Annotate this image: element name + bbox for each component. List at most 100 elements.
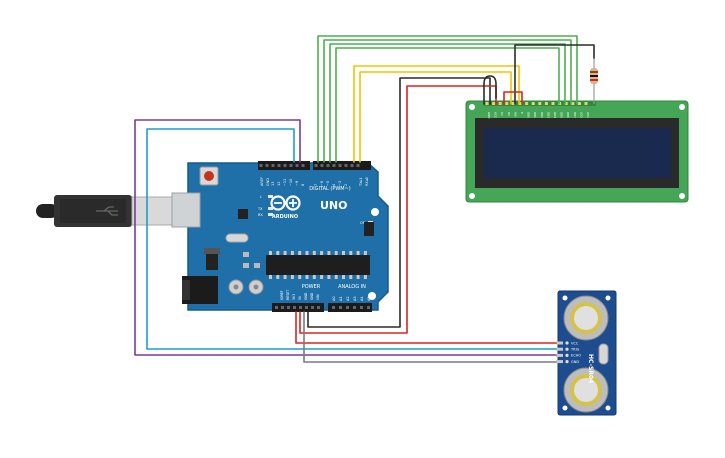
lcd-pin[interactable] bbox=[544, 102, 548, 105]
reset-button-cap[interactable] bbox=[204, 171, 214, 181]
wire-red[interactable] bbox=[503, 91, 523, 105]
lcd-pin-label: V0 bbox=[500, 112, 504, 116]
chip-pin bbox=[349, 275, 353, 279]
lcd-pin[interactable] bbox=[485, 102, 489, 105]
lcd-pin[interactable] bbox=[551, 102, 555, 105]
header-pin[interactable] bbox=[314, 164, 318, 167]
sensor-pin[interactable] bbox=[556, 341, 563, 345]
header-pin[interactable] bbox=[275, 306, 278, 309]
header-pin[interactable] bbox=[356, 164, 360, 167]
lcd-pin[interactable] bbox=[571, 102, 575, 105]
lcd-pin-label: DB3 bbox=[546, 112, 550, 118]
wire-black[interactable] bbox=[307, 77, 491, 328]
sensor-pin[interactable] bbox=[556, 347, 563, 351]
resistor-band bbox=[590, 75, 598, 77]
lcd-pin-label: DB4 bbox=[553, 112, 557, 118]
header-pin[interactable] bbox=[301, 164, 305, 167]
sensor-header-pins[interactable] bbox=[556, 341, 569, 364]
capacitor bbox=[253, 284, 259, 290]
chip-pin bbox=[283, 275, 287, 279]
header-pin[interactable] bbox=[353, 306, 356, 309]
header-pin[interactable] bbox=[295, 164, 299, 167]
chip-pin bbox=[312, 251, 316, 255]
header-pin[interactable] bbox=[339, 306, 342, 309]
usb-trident-icon bbox=[96, 206, 118, 216]
lcd-pin[interactable] bbox=[518, 102, 522, 105]
header-pin[interactable] bbox=[293, 306, 296, 309]
lcd-pin[interactable] bbox=[577, 102, 581, 105]
wire-gray[interactable] bbox=[303, 311, 557, 363]
smd-part bbox=[243, 263, 249, 268]
header-pin[interactable] bbox=[360, 306, 363, 309]
wire-purple[interactable] bbox=[134, 119, 557, 356]
power-pin-label: IOREF bbox=[280, 290, 284, 300]
wire-yellow[interactable] bbox=[359, 71, 512, 163]
chip-pin bbox=[334, 251, 338, 255]
sensor-pin-label: GND bbox=[571, 360, 579, 364]
lcd-pin[interactable] bbox=[498, 102, 502, 105]
chip-pin bbox=[298, 275, 302, 279]
lcd-pin[interactable] bbox=[584, 102, 588, 105]
header-pin[interactable] bbox=[289, 164, 293, 167]
resistor[interactable] bbox=[590, 58, 598, 104]
header-pin[interactable] bbox=[338, 164, 342, 167]
wire-yellow[interactable] bbox=[353, 65, 520, 163]
led-tx bbox=[268, 207, 273, 210]
sensor-pin[interactable] bbox=[556, 353, 563, 357]
sensor-pin-label: ECHO bbox=[571, 354, 581, 358]
sensor-pin[interactable] bbox=[556, 360, 563, 364]
header-pin[interactable] bbox=[277, 164, 281, 167]
wire-green[interactable] bbox=[329, 43, 566, 163]
analog-header-label: ANALOG IN bbox=[338, 284, 366, 290]
header-pin[interactable] bbox=[265, 164, 269, 167]
sensor-model-label: HC-SR04 bbox=[587, 354, 594, 383]
lcd-pin[interactable] bbox=[505, 102, 509, 105]
header-pin[interactable] bbox=[326, 164, 330, 167]
sensor-pin-pad bbox=[565, 341, 569, 345]
header-pin[interactable] bbox=[344, 164, 348, 167]
wire-green[interactable] bbox=[323, 39, 572, 163]
header-pin[interactable] bbox=[332, 306, 335, 309]
wire-green[interactable] bbox=[335, 47, 560, 163]
header-pin[interactable] bbox=[367, 306, 370, 309]
lcd-pin[interactable] bbox=[492, 102, 496, 105]
digital-header-pins[interactable] bbox=[259, 164, 360, 167]
header-pin[interactable] bbox=[281, 306, 284, 309]
lcd-pin[interactable] bbox=[511, 102, 515, 105]
header-pin[interactable] bbox=[332, 164, 336, 167]
lcd-pin[interactable] bbox=[531, 102, 535, 105]
usb-cable[interactable] bbox=[36, 195, 175, 227]
lcd-pin[interactable] bbox=[525, 102, 529, 105]
header-pin[interactable] bbox=[287, 306, 290, 309]
header-pin[interactable] bbox=[259, 164, 263, 167]
header-pin[interactable] bbox=[271, 164, 275, 167]
header-pin[interactable] bbox=[299, 306, 302, 309]
lcd-pin-label: DB0 bbox=[527, 112, 531, 118]
header-pin[interactable] bbox=[311, 306, 314, 309]
header-pin[interactable] bbox=[317, 306, 320, 309]
lcd-pin[interactable] bbox=[564, 102, 568, 105]
voltage-regulator bbox=[206, 254, 218, 270]
wire-black[interactable] bbox=[483, 75, 497, 105]
wires bbox=[134, 35, 595, 363]
mount-hole bbox=[562, 405, 568, 411]
lcd-pin-label: DB6 bbox=[566, 112, 570, 118]
usb-cable-strain-relief bbox=[36, 204, 58, 218]
wire-green[interactable] bbox=[317, 35, 578, 163]
header-pin[interactable] bbox=[283, 164, 287, 167]
header-pin[interactable] bbox=[305, 306, 308, 309]
lcd-pin[interactable] bbox=[538, 102, 542, 105]
header-pin[interactable] bbox=[346, 306, 349, 309]
header-pin[interactable] bbox=[320, 164, 324, 167]
wire-black[interactable] bbox=[514, 44, 595, 105]
wire-red[interactable] bbox=[295, 311, 557, 344]
header-pin[interactable] bbox=[350, 164, 354, 167]
dc-jack-front bbox=[182, 280, 190, 300]
power-header-pins[interactable] bbox=[275, 306, 370, 309]
wire-blue[interactable] bbox=[146, 128, 557, 350]
